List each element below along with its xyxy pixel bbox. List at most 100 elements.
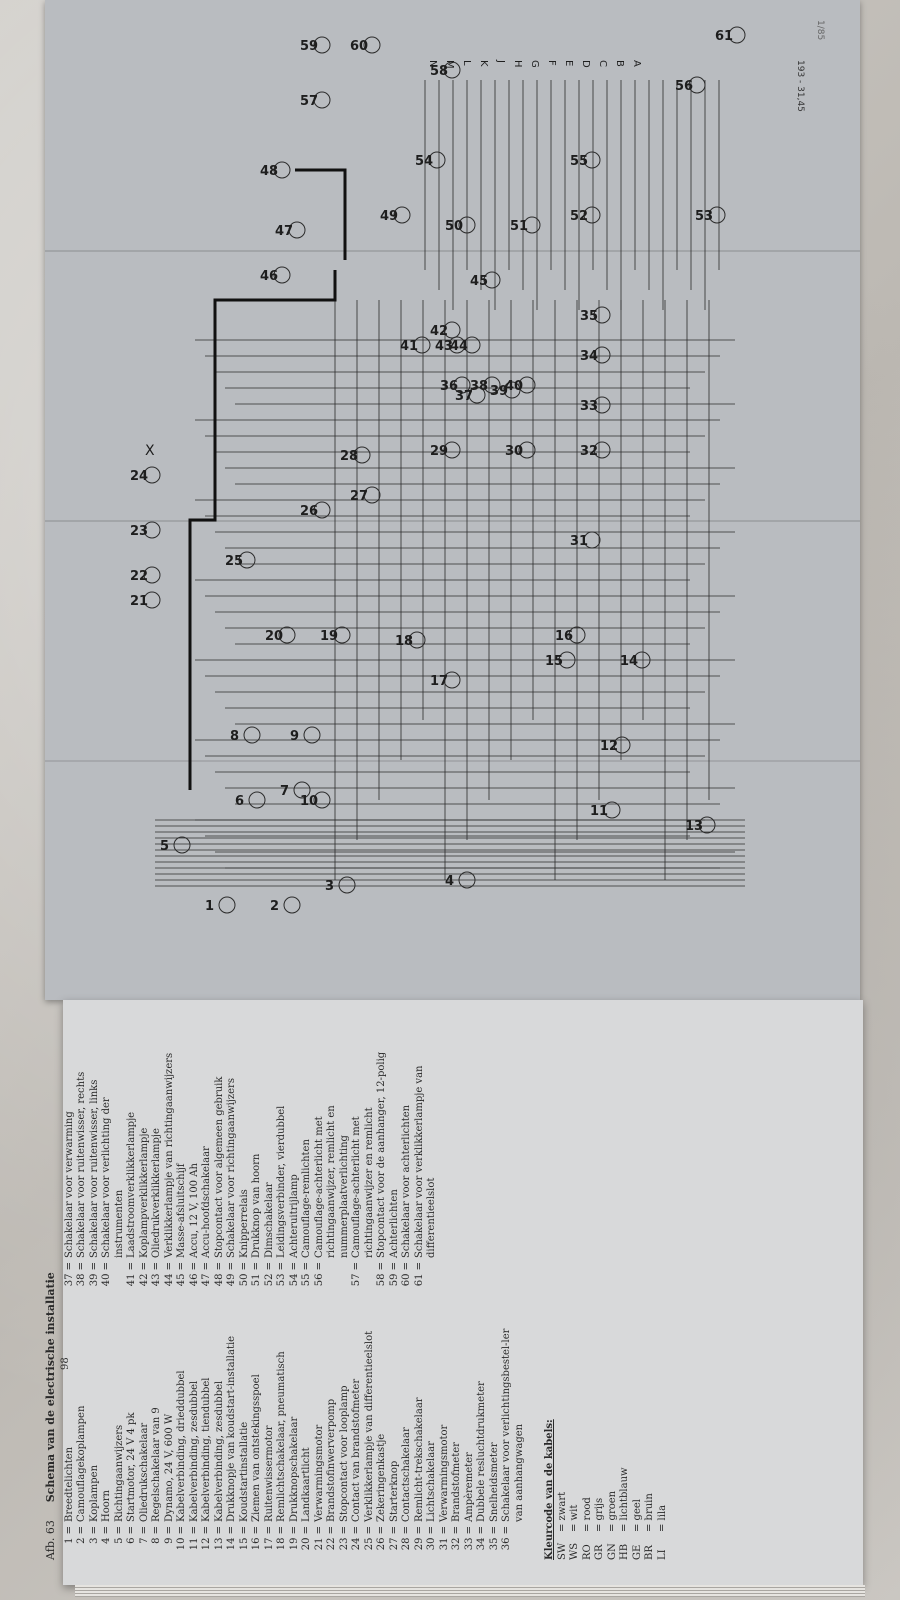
color-code: WS= wit	[569, 1040, 582, 1560]
color-code: GE= geel	[632, 1040, 645, 1560]
legend-item-number: 29 =	[413, 1526, 425, 1551]
component-number-61: 61	[715, 29, 733, 44]
component-symbol-35	[593, 306, 611, 324]
color-code: SW= zwart	[557, 1040, 570, 1560]
document-code: 193 - 31,45	[795, 60, 805, 112]
component-number-14: 14	[620, 654, 638, 669]
legend-item-number: 44 =	[163, 1262, 175, 1287]
legend-item: 57 = Camouflage-achterlicht met richtinga…	[351, 1046, 376, 1296]
connector-letter-J: J	[495, 59, 506, 63]
legend-item-number: 6 =	[126, 1526, 137, 1544]
legend-item-text: Snelheidsmeter	[488, 1442, 500, 1522]
color-code-text: = bruin	[644, 1493, 655, 1532]
component-number-13: 13	[685, 819, 703, 834]
color-code-number: GR	[594, 1544, 605, 1560]
component-symbol-43	[448, 336, 466, 354]
legend-item-text: Zekeringenkastje	[376, 1433, 387, 1522]
figure-label: Afb. 63	[44, 1520, 57, 1560]
connector-letter-A: A	[631, 60, 642, 67]
component-number-47: 47	[275, 224, 293, 239]
component-symbol-28	[353, 446, 371, 464]
legend-item: 46 = Accu, 12 V, 100 Ah	[189, 1046, 202, 1296]
component-number-4: 4	[445, 874, 454, 889]
legend-item-number: 9 =	[163, 1526, 175, 1544]
color-code-text: = grijs	[594, 1497, 605, 1532]
component-number-27: 27	[350, 489, 368, 504]
legend-item-text: Startmotor, 24 V 4 pk	[126, 1412, 137, 1522]
component-number-45: 45	[470, 274, 488, 289]
legend-item-text: Ruitenwissermotor	[263, 1425, 275, 1522]
legend-item-text: Schakelaar voor achterlichten	[401, 1104, 412, 1258]
legend-item-text: Landkaartlicht	[301, 1447, 312, 1522]
component-number-40: 40	[505, 379, 523, 394]
legend-item-text: Masse-afsluitschijf	[176, 1163, 187, 1258]
connector-letter-F: F	[546, 60, 557, 66]
connector-letter-D: D	[580, 60, 591, 68]
legend-item-text: Stopcontact voor de aanhanger, 12-polig	[376, 1051, 387, 1258]
battery-cable	[295, 168, 347, 260]
component-symbol-37	[468, 386, 486, 404]
legend-item-number: 42 =	[138, 1262, 150, 1287]
component-number-59: 59	[300, 39, 318, 54]
legend-item-number: 39 =	[88, 1262, 100, 1287]
margin-note: 1/85	[815, 20, 825, 41]
component-symbol-1	[218, 896, 236, 914]
component-symbol-61	[728, 26, 746, 44]
color-code: GR = grijs	[594, 1040, 607, 1560]
legend-item-text: Camouflage-achterlicht met richtingaanwi…	[313, 1105, 350, 1258]
legend-item-number: 52 =	[263, 1262, 275, 1287]
component-number-15: 15	[545, 654, 563, 669]
color-code-title: Kleurcode van de kabels:	[544, 1419, 555, 1560]
legend-item-text: Dimschakelaar	[263, 1182, 275, 1258]
legend-item-text: Starterknop	[388, 1460, 400, 1522]
component-number-41: 41	[400, 339, 418, 354]
legend-item-number: 12 =	[201, 1526, 212, 1551]
legend-item-text: Leidingsverbinder, vierdubbel	[276, 1105, 287, 1258]
component-number-20: 20	[265, 629, 283, 644]
legend-text: Afb. 63 Schema van de electrische instal…	[44, 1040, 785, 1560]
legend-item-text: Koplampen	[88, 1464, 100, 1522]
component-symbol-13	[698, 816, 716, 834]
component-symbol-7	[293, 781, 311, 799]
color-code: HB= lichtblauw	[619, 1040, 632, 1560]
legend-item: 56 =Camouflage-achterlicht met richtinga…	[314, 1046, 352, 1296]
legend-item: 31 =Verwarmingsmotor	[439, 1310, 452, 1560]
color-code-text: = geel	[631, 1499, 643, 1532]
legend-item-text: Remlichtschakelaar, pneumatisch	[276, 1351, 287, 1522]
color-code-text: = zwart	[556, 1491, 568, 1532]
component-symbol-54	[428, 151, 446, 169]
component-number-60: 60	[350, 39, 368, 54]
legend-item-text: Dynamo, 24 V, 600 W	[163, 1413, 175, 1522]
component-number-9: 9	[290, 729, 299, 744]
component-number-56: 56	[675, 79, 693, 94]
color-code: LI= lila	[657, 1040, 670, 1560]
legend-item-number: 16 =	[251, 1526, 262, 1551]
component-number-50: 50	[445, 219, 463, 234]
legend-item-number: 7 =	[138, 1526, 150, 1544]
component-number-21: 21	[130, 594, 148, 609]
legend-item-text: Camouflage-achterlicht met richtingaanwi…	[351, 1107, 375, 1258]
legend-item: 10 =Kabelverbinding, drieddubbel	[176, 1310, 189, 1560]
component-symbol-19	[333, 626, 351, 644]
legend-item-text: Achterlichten	[388, 1189, 400, 1258]
legend-item-text: Knipperrelais	[238, 1189, 250, 1258]
color-code: RO= rood	[582, 1040, 595, 1560]
legend-item-number: 35 =	[488, 1526, 500, 1551]
legend-item-number: 57 =	[351, 1262, 362, 1287]
legend-item-number: 46 =	[188, 1262, 200, 1287]
legend-item: 3 =Koplampen	[89, 1310, 102, 1560]
legend-item-text: Verwarmingsmotor	[313, 1424, 325, 1522]
legend-item-number: 60 =	[401, 1262, 412, 1287]
legend-item: 43 =Oliedrukverklikkerlampje	[151, 1046, 164, 1296]
component-number-37: 37	[455, 389, 473, 404]
color-code-number: LI	[656, 1549, 668, 1560]
component-symbol-58	[443, 61, 461, 79]
legend-item: 2 =Camouflagekoplampen	[76, 1310, 89, 1560]
legend-item-text: Accu, 12 V, 100 Ah	[188, 1163, 200, 1258]
legend-item-text: Ziemen van ontstekingsspoel	[251, 1374, 262, 1522]
legend-item: 21 =Verwarmingsmotor	[314, 1310, 327, 1560]
page-number: 98	[60, 1357, 71, 1370]
component-number-1: 1	[205, 899, 214, 914]
component-symbol-36	[453, 376, 471, 394]
